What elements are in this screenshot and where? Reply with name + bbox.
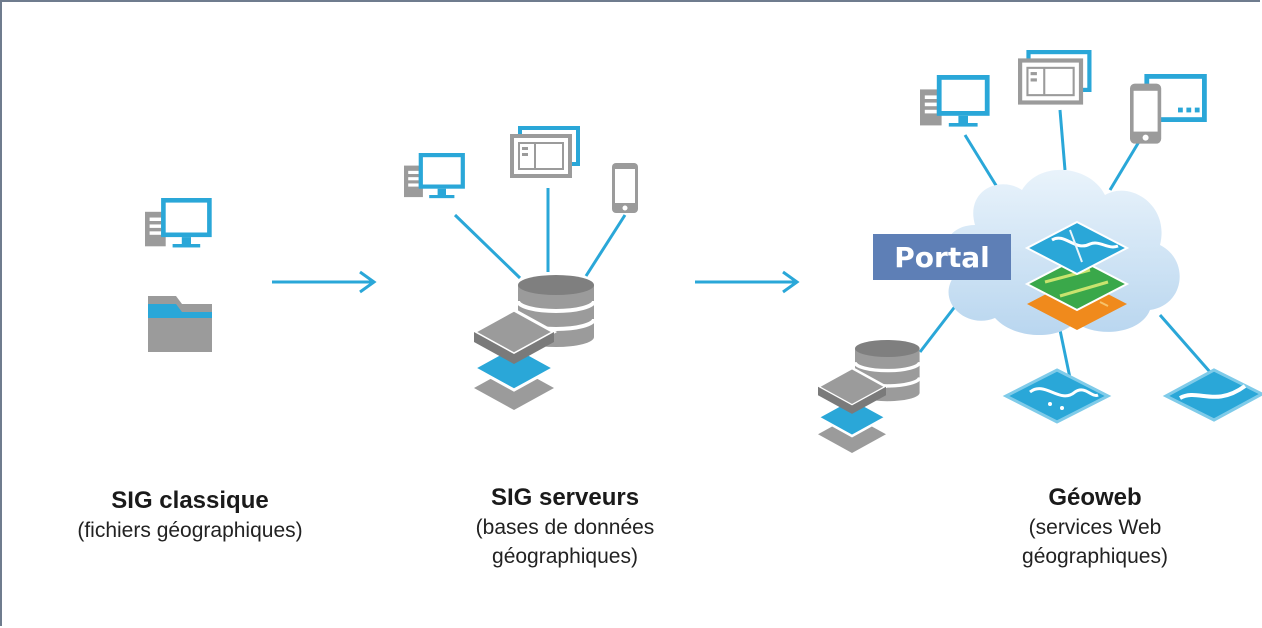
desktop-computer-icon [145,198,212,248]
stage-subtitle: géographiques) [492,545,638,568]
layers-icon [816,366,888,455]
portal-badge [873,234,1011,280]
stage-subtitle: (fichiers géographiques) [77,519,303,542]
arrow-2 [695,270,800,294]
desktop-computer-icon [404,153,465,199]
classic-computer [145,198,212,248]
stage-subtitle: géographiques) [1022,545,1168,568]
layers-icon [472,308,556,412]
map-layers-icon [1024,220,1130,330]
server-connection-lines [453,188,627,280]
laptop-icon [510,126,580,178]
map-tile-icon [1162,368,1262,422]
portal-label-container: Portal [873,234,1011,280]
phone-icon [612,163,638,213]
map-tile-icon [1002,368,1112,424]
desktop-computer-icon [920,75,990,127]
stage-caption-geoweb: Géoweb (services Web géographiques) [940,483,1250,571]
stage-subtitle: (services Web [1028,516,1162,539]
stage-subtitle: (bases de données [475,516,655,539]
stage-caption-classic: SIG classique (fichiers géographiques) [25,486,355,545]
tablet-icon [1130,74,1207,144]
arrow-1 [272,270,377,294]
portal-label: Portal [894,240,990,274]
laptop-icon [1018,50,1092,105]
stage-caption-servers: SIG serveurs (bases de données géographi… [410,483,720,571]
stage-title: SIG serveurs [490,484,640,511]
folder-icon [148,296,212,352]
stage-title: SIG classique [111,487,269,514]
stage-title: Géoweb [1048,484,1142,511]
